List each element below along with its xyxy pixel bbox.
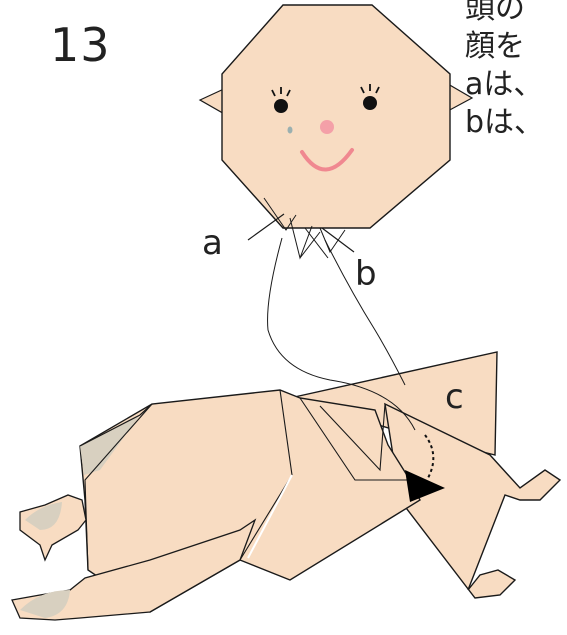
guide-line-b [324, 239, 406, 386]
left-eyelashes [271, 87, 291, 97]
guide-line-a [267, 237, 416, 431]
right-eye [363, 96, 377, 110]
neck-fold-right [319, 227, 346, 254]
body [11, 237, 562, 621]
instruction-line-1: 頭の [465, 0, 525, 26]
head-octagon [221, 4, 451, 229]
instruction-line-3: aは、 [465, 67, 544, 102]
leader-b [321, 227, 355, 253]
label-b: b [355, 254, 377, 294]
torso-crease-3 [299, 397, 410, 481]
torso-crease-4 [319, 403, 386, 472]
instruction-line-4: bは、 [465, 105, 545, 140]
shoulder-line [79, 403, 153, 447]
torso-crease-5 [247, 474, 293, 559]
torso-crease-1 [84, 403, 153, 571]
shoulder-shadow [80, 415, 140, 475]
left-hand [25, 502, 62, 530]
neck-line-b [304, 227, 329, 259]
right-eyelashes [360, 84, 380, 94]
neck-fold-left [263, 197, 297, 231]
instruction-line-2: 顔を [465, 29, 525, 64]
fold-arrow [405, 470, 445, 502]
head [198, 4, 474, 260]
right-leg [384, 402, 562, 599]
nose [320, 120, 334, 134]
tear-mole [287, 126, 293, 134]
neck-fold-inner [289, 217, 321, 260]
label-c: c [445, 377, 464, 417]
left-foot [20, 590, 70, 618]
step-number: 13 [50, 18, 111, 72]
label-a: a [202, 223, 223, 263]
instruction-text: 頭の 顔を aは、 bは、 [465, 0, 544, 142]
leader-a [247, 213, 285, 241]
left-eye [274, 99, 288, 113]
smile [300, 148, 354, 172]
